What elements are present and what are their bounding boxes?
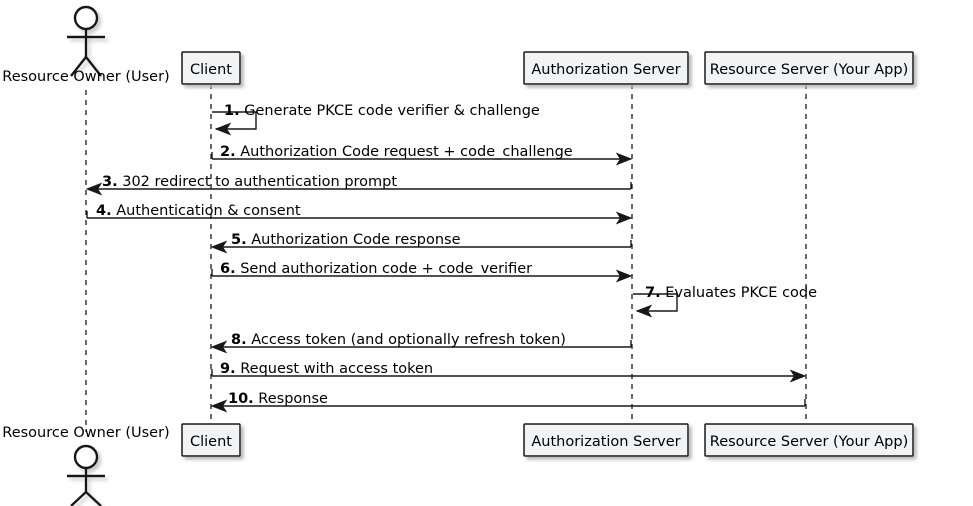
message-10-number: 10. <box>228 391 254 407</box>
message-6-text: Send authorization code + code_verifier <box>240 261 532 277</box>
lifelines <box>85 84 807 432</box>
message-6-number: 6. <box>220 261 236 277</box>
message-2-label: 2. Authorization Code request + code_cha… <box>220 144 573 160</box>
actor-label-resource-owner-top: Resource Owner (User) <box>2 69 169 85</box>
message-2-number: 2. <box>220 144 236 160</box>
participant-box-resource-server-top[interactable]: Resource Server (Your App) <box>704 51 914 85</box>
participant-label-authorization-server-bottom: Authorization Server <box>531 434 680 450</box>
message-7-line <box>633 293 678 312</box>
message-5-text: Authorization Code response <box>251 232 460 248</box>
message-4-number: 4. <box>96 203 112 219</box>
message-6-arrowhead <box>615 269 633 283</box>
box-shape-client-top <box>181 51 241 85</box>
message-2-text: Authorization Code request + code_challe… <box>240 144 573 160</box>
participant-label-client-bottom: Client <box>190 434 232 450</box>
message-3-text: 302 redirect to authentication prompt <box>122 174 397 190</box>
box-shape-authorization-server-top <box>523 51 689 85</box>
box-shape-client-bottom <box>181 423 241 457</box>
message-9-text: Request with access token <box>240 361 433 377</box>
message-1-text: Generate PKCE code verifier & challenge <box>244 103 540 119</box>
message-6-label: 6. Send authorization code + code_verifi… <box>220 261 532 277</box>
participant-label-resource-server-top: Resource Server (Your App) <box>710 62 908 78</box>
box-shape-resource-server-top <box>704 51 914 85</box>
message-2[interactable]: 2. Authorization Code request + code_cha… <box>211 144 633 166</box>
participant-box-client-bottom[interactable]: Client <box>181 423 241 457</box>
message-10-arrowhead <box>210 399 228 413</box>
participant-label-authorization-server-top: Authorization Server <box>531 62 680 78</box>
stick-figure-icon <box>67 5 105 77</box>
message-1[interactable]: 1. Generate PKCE code verifier & challen… <box>212 103 540 136</box>
participant-box-authorization-server-bottom[interactable]: Authorization Server <box>523 423 689 457</box>
message-4[interactable]: 4. Authentication & consent <box>86 203 633 225</box>
actor-resource-owner-top[interactable]: Resource Owner (User) <box>2 5 170 85</box>
message-1-number: 1. <box>224 103 240 119</box>
message-1-line <box>212 111 257 130</box>
box-shape-authorization-server-bottom <box>523 423 689 457</box>
message-5[interactable]: 5. Authorization Code response <box>210 232 632 254</box>
message-7[interactable]: 7. Evaluates PKCE code <box>633 285 817 318</box>
message-10-text: Response <box>258 391 328 407</box>
message-8[interactable]: 8. Access token (and optionally refresh … <box>210 332 632 354</box>
message-7-arrowhead <box>635 304 653 318</box>
message-1-label: 1. Generate PKCE code verifier & challen… <box>224 103 540 119</box>
message-8-arrowhead <box>210 340 228 354</box>
stick-figure-icon-bottom <box>67 444 105 506</box>
participant-box-resource-server-bottom[interactable]: Resource Server (Your App) <box>704 423 914 457</box>
actor-label-resource-owner-bottom: Resource Owner (User) <box>2 425 169 441</box>
message-6[interactable]: 6. Send authorization code + code_verifi… <box>211 261 633 283</box>
message-3[interactable]: 3. 302 redirect to authentication prompt <box>85 174 632 196</box>
participant-label-resource-server-bottom: Resource Server (Your App) <box>710 434 908 450</box>
message-7-number: 7. <box>645 285 661 301</box>
message-8-text: Access token (and optionally refresh tok… <box>251 332 566 348</box>
message-7-label: 7. Evaluates PKCE code <box>645 285 817 301</box>
actor-resource-owner-bottom[interactable]: Resource Owner (User) <box>2 425 170 506</box>
message-9[interactable]: 9. Request with access token <box>211 361 807 383</box>
participant-box-client-top[interactable]: Client <box>181 51 241 85</box>
participant-box-authorization-server-top[interactable]: Authorization Server <box>523 51 689 85</box>
message-9-number: 9. <box>220 361 236 377</box>
message-4-text: Authentication & consent <box>116 203 301 219</box>
box-shape-resource-server-bottom <box>704 423 914 457</box>
message-4-label: 4. Authentication & consent <box>96 203 301 219</box>
message-3-number: 3. <box>102 174 118 190</box>
message-5-label: 5. Authorization Code response <box>231 232 461 248</box>
message-10[interactable]: 10. Response <box>210 391 806 413</box>
message-7-text: Evaluates PKCE code <box>665 285 817 301</box>
message-5-number: 5. <box>231 232 247 248</box>
message-9-label: 9. Request with access token <box>220 361 433 377</box>
message-8-label: 8. Access token (and optionally refresh … <box>231 332 566 348</box>
message-10-label: 10. Response <box>228 391 328 407</box>
message-4-arrowhead <box>615 211 633 225</box>
message-8-number: 8. <box>231 332 247 348</box>
participant-label-client-top: Client <box>190 62 232 78</box>
message-1-arrowhead <box>214 122 232 136</box>
message-9-arrowhead <box>789 369 807 383</box>
message-3-arrowhead <box>85 182 103 196</box>
message-5-arrowhead <box>210 240 228 254</box>
message-3-label: 3. 302 redirect to authentication prompt <box>102 174 397 190</box>
message-2-arrowhead <box>615 152 633 166</box>
